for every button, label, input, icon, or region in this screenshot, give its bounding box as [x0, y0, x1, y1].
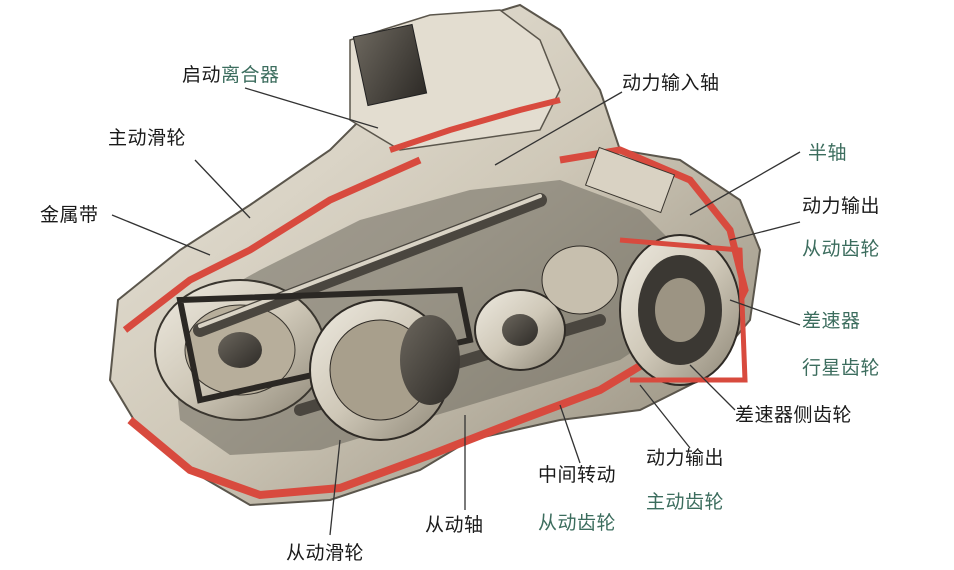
leader-half-shaft: [689, 151, 801, 216]
label-starting-clutch-part1: 启动: [182, 64, 222, 86]
label-differential-planetary-line2: 行星齿轮: [802, 357, 881, 379]
cutaway-edge-left: [122, 156, 422, 333]
leader-output-driven-gear: [729, 221, 801, 241]
label-intermediate-driven-gear-line2: 从动齿轮: [538, 512, 617, 534]
intermediate-gears: [474, 245, 619, 371]
input-shaft-highlight: [198, 194, 542, 328]
label-differential-side-gear: 差速器侧齿轮: [735, 404, 853, 426]
input-shaft-rod: [193, 193, 547, 337]
differential-assembly: [619, 234, 748, 386]
leader-drive-pulley: [194, 159, 251, 219]
label-output-driven-gear-line1: 动力输出: [802, 195, 881, 217]
label-drive-pulley: 主动滑轮: [108, 127, 187, 149]
label-driven-pulley: 从动滑轮: [286, 542, 365, 564]
leader-starting-clutch: [244, 87, 379, 129]
metal-belt-shape: [176, 286, 474, 404]
cutaway-edge-top: [389, 97, 561, 153]
label-output-drive-gear-line2: 主动齿轮: [646, 491, 725, 513]
leader-lines: [111, 87, 801, 536]
leader-differential-planetary: [729, 299, 801, 326]
label-half-shaft: 半轴: [808, 142, 848, 164]
valve-body: [352, 23, 428, 107]
leader-output-drive-gear: [639, 384, 691, 449]
leader-intermediate-driven-gear: [559, 404, 581, 464]
half-shaft-stub: [584, 146, 676, 214]
label-metal-belt: 金属带: [40, 204, 99, 226]
label-output-driven-gear-line2: 从动齿轮: [802, 238, 881, 260]
label-input-shaft: 动力输入轴: [622, 72, 720, 94]
label-starting-clutch: 启动离合器: [182, 64, 280, 86]
leader-driven-pulley: [329, 439, 341, 536]
leader-input-shaft: [494, 91, 623, 166]
cutaway-edge-bottom: [127, 356, 653, 500]
label-intermediate-driven-gear-line1: 中间转动: [538, 464, 617, 486]
label-driven-shaft: 从动轴: [425, 514, 484, 536]
label-output-drive-gear-line1: 动力输出: [646, 447, 725, 469]
leader-metal-belt: [111, 214, 211, 256]
label-differential-planetary-line1: 差速器: [802, 310, 861, 332]
leader-differential-side-gear: [689, 364, 736, 411]
label-starting-clutch-part2: 离合器: [221, 64, 280, 86]
driven-pulley-assembly: [309, 299, 460, 441]
